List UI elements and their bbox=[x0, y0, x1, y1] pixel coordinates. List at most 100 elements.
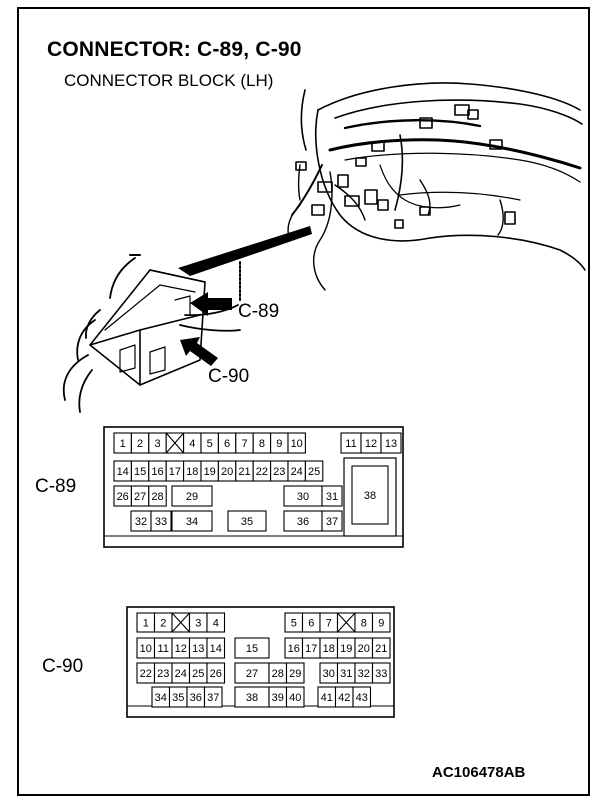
c89-cell-34 bbox=[171, 510, 213, 532]
c90-pin-40: 40 bbox=[289, 692, 301, 704]
c90-pin-17: 17 bbox=[305, 643, 317, 655]
c89-pin-9: 9 bbox=[276, 438, 282, 450]
c89-pin-14: 14 bbox=[117, 466, 129, 478]
c90-pin-23: 23 bbox=[157, 668, 169, 680]
c89-pin-20: 20 bbox=[221, 466, 233, 478]
c90-cell-26 bbox=[206, 662, 226, 684]
c89-pin-18: 18 bbox=[186, 466, 198, 478]
c90-pin-3: 3 bbox=[195, 618, 201, 630]
c89-arrow bbox=[190, 292, 232, 316]
c90-pin-37: 37 bbox=[207, 692, 219, 704]
c89-pin-37: 37 bbox=[326, 516, 338, 528]
c89-pin-7: 7 bbox=[241, 438, 247, 450]
c89-pin-12: 12 bbox=[365, 438, 377, 450]
c90-pin-42: 42 bbox=[338, 692, 350, 704]
c89-cell-13 bbox=[380, 432, 402, 454]
c90-pin-29: 29 bbox=[289, 668, 301, 680]
c89-pin-30: 30 bbox=[297, 491, 309, 503]
c89-cell-37 bbox=[321, 510, 343, 532]
c90-pin-26: 26 bbox=[210, 668, 222, 680]
c90-pin-33: 33 bbox=[375, 668, 387, 680]
c89-pin-27: 27 bbox=[134, 491, 146, 503]
c89-pin-15: 15 bbox=[134, 466, 146, 478]
c90-cell-15 bbox=[234, 637, 270, 659]
c90-pin-14: 14 bbox=[210, 643, 222, 655]
c89-cell-35 bbox=[227, 510, 267, 532]
c90-pin-28: 28 bbox=[272, 668, 284, 680]
c90-pin-18: 18 bbox=[323, 643, 335, 655]
connector-block-sketch bbox=[62, 254, 241, 413]
c89-pin-31: 31 bbox=[326, 491, 338, 503]
c89-pin-36: 36 bbox=[297, 516, 309, 528]
c90-side-label: C-90 bbox=[42, 656, 83, 677]
c90-pin-5: 5 bbox=[291, 618, 297, 630]
c90-pin-34: 34 bbox=[155, 692, 167, 704]
c89-pin-21: 21 bbox=[238, 466, 250, 478]
c90-pin-10: 10 bbox=[140, 643, 152, 655]
c90-cell-37 bbox=[203, 686, 223, 708]
c90-cell-40 bbox=[285, 686, 305, 708]
c89-pin-29: 29 bbox=[186, 491, 198, 503]
c90-cell-43 bbox=[352, 686, 372, 708]
c90-pin-41: 41 bbox=[321, 692, 333, 704]
c90-pin-20: 20 bbox=[358, 643, 370, 655]
c90-pin-1: 1 bbox=[143, 618, 149, 630]
c90-cell-14 bbox=[206, 637, 226, 659]
c89-cell-29 bbox=[171, 485, 213, 507]
c90-pin-13: 13 bbox=[192, 643, 204, 655]
c90-pin-2: 2 bbox=[160, 618, 166, 630]
c89-pin-17: 17 bbox=[169, 466, 181, 478]
location-pointer bbox=[178, 226, 312, 276]
c90-pin-31: 31 bbox=[340, 668, 352, 680]
c89-pin-10: 10 bbox=[291, 438, 303, 450]
c89-cell-31 bbox=[321, 485, 343, 507]
c89-pin-33: 33 bbox=[155, 516, 167, 528]
dashboard-illustration bbox=[287, 82, 586, 291]
c89-pin-22: 22 bbox=[256, 466, 268, 478]
c89-pin-26: 26 bbox=[117, 491, 129, 503]
c90-cell-9 bbox=[371, 612, 391, 633]
c90-pin-8: 8 bbox=[361, 618, 367, 630]
c90-pin-7: 7 bbox=[326, 618, 332, 630]
c89-pin-8: 8 bbox=[259, 438, 265, 450]
c89-cell-25 bbox=[304, 460, 324, 482]
c90-cell-33 bbox=[371, 662, 391, 684]
c90-pin-32: 32 bbox=[358, 668, 370, 680]
c89-pin-38: 38 bbox=[364, 490, 376, 502]
c89-cell-38 bbox=[351, 465, 389, 525]
c89-pin-1: 1 bbox=[120, 438, 126, 450]
c90-pin-6: 6 bbox=[308, 618, 314, 630]
c90-pin-24: 24 bbox=[175, 668, 187, 680]
c89-pin-25: 25 bbox=[308, 466, 320, 478]
c90-arrow bbox=[180, 337, 218, 366]
c90-pin-16: 16 bbox=[288, 643, 300, 655]
c90-pin-43: 43 bbox=[356, 692, 368, 704]
figure-code: AC106478AB bbox=[432, 764, 526, 781]
c90-pin-9: 9 bbox=[378, 618, 384, 630]
c89-pin-3: 3 bbox=[154, 438, 160, 450]
c90-pin-21: 21 bbox=[375, 643, 387, 655]
c90-cell-4 bbox=[206, 612, 226, 633]
c90-cell-21 bbox=[371, 637, 391, 659]
c89-side-label: C-89 bbox=[35, 476, 76, 497]
page-subtitle: CONNECTOR BLOCK (LH) bbox=[64, 71, 274, 90]
c89-pin-23: 23 bbox=[273, 466, 285, 478]
c89-cell-10 bbox=[287, 432, 306, 454]
c90-pin-35: 35 bbox=[172, 692, 184, 704]
c90-pin-25: 25 bbox=[192, 668, 204, 680]
c90-pin-39: 39 bbox=[272, 692, 284, 704]
c89-pin-13: 13 bbox=[385, 438, 397, 450]
c89-pin-6: 6 bbox=[224, 438, 230, 450]
c89-cell-33 bbox=[150, 510, 172, 532]
c90-pin-36: 36 bbox=[190, 692, 202, 704]
c90-pin-30: 30 bbox=[323, 668, 335, 680]
c90-pin-11: 11 bbox=[158, 643, 169, 655]
c90-cell-29 bbox=[285, 662, 305, 684]
c89-pin-28: 28 bbox=[151, 491, 163, 503]
c89-pin-4: 4 bbox=[189, 438, 195, 450]
c89-pin-11: 11 bbox=[345, 438, 356, 450]
callout-c90-label: C-90 bbox=[208, 366, 249, 387]
